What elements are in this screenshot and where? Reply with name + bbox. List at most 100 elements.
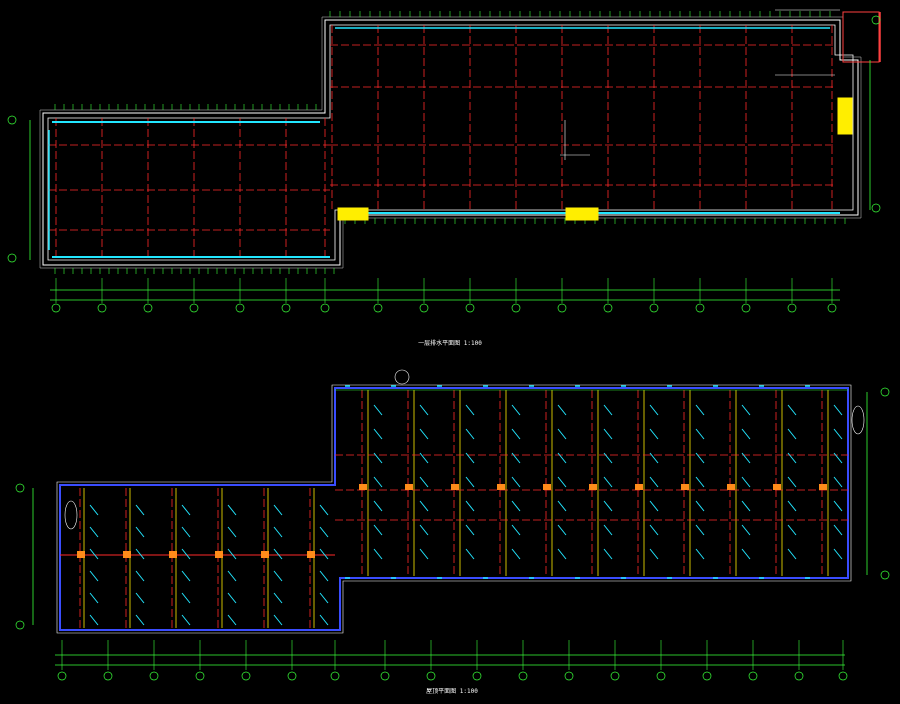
roof-axis-bubble <box>103 671 113 681</box>
equipment-yellow-1 <box>337 207 369 221</box>
slope-arrow <box>741 404 751 416</box>
slope-arrow <box>273 614 283 626</box>
slope-arrow <box>181 614 191 626</box>
pipe-riser-box <box>842 11 880 63</box>
slope-arrow <box>649 404 659 416</box>
slope-arrow <box>603 548 613 560</box>
axis-bubble <box>787 303 797 313</box>
roof-drain <box>589 484 597 490</box>
roof-axis-bubble <box>426 671 436 681</box>
axis-bubble <box>603 303 613 313</box>
axis-bubble <box>281 303 291 313</box>
slope-arrow <box>135 526 145 538</box>
slope-arrow <box>273 570 283 582</box>
roof-drain <box>727 484 735 490</box>
slope-arrow <box>227 570 237 582</box>
slope-arrow <box>695 548 705 560</box>
grid-axes <box>48 25 835 260</box>
roof-axis-bubble <box>287 671 297 681</box>
slope-arrow <box>695 476 705 488</box>
slope-arrow <box>557 524 567 536</box>
outer-wall <box>42 19 859 266</box>
slope-arrow <box>649 428 659 440</box>
axis-bubble <box>97 303 107 313</box>
plan-2-title: 屋顶平面图 1:100 <box>426 688 478 695</box>
slope-arrow <box>741 452 751 464</box>
slope-arrow <box>465 428 475 440</box>
roof-row-bubble <box>15 483 25 493</box>
axis-bubble <box>373 303 383 313</box>
slope-arrow <box>89 614 99 626</box>
slope-arrow <box>319 570 329 582</box>
slope-arrow <box>227 614 237 626</box>
slope-arrow <box>465 548 475 560</box>
slope-arrow <box>833 428 843 440</box>
roof-axis-bubble <box>330 671 340 681</box>
roof-drain <box>819 484 827 490</box>
slope-arrow <box>741 476 751 488</box>
slope-arrow <box>603 428 613 440</box>
slope-arrow <box>787 404 797 416</box>
slope-arrow <box>649 476 659 488</box>
roof-axis-bubble <box>748 671 758 681</box>
roof-drain <box>773 484 781 490</box>
slope-arrow <box>695 452 705 464</box>
roof-drain <box>543 484 551 490</box>
slope-arrow <box>787 548 797 560</box>
slope-arrow <box>419 500 429 512</box>
axis-bubble <box>649 303 659 313</box>
slope-arrow <box>603 500 613 512</box>
roof-drain <box>169 551 177 558</box>
slope-arrow <box>181 504 191 516</box>
slope-arrow <box>603 452 613 464</box>
roof-row-bubble <box>880 570 890 580</box>
slope-arrow <box>273 526 283 538</box>
axis-bubble <box>320 303 330 313</box>
axis-bubble <box>465 303 475 313</box>
roof-axis-bubble <box>564 671 574 681</box>
slope-arrow <box>373 404 383 416</box>
slope-arrow <box>649 500 659 512</box>
slope-arrow <box>227 504 237 516</box>
slope-arrow <box>89 548 99 560</box>
roof-axis-bubble <box>610 671 620 681</box>
slope-arrow <box>135 614 145 626</box>
roof-axis-bubbles <box>15 369 890 681</box>
slope-arrow <box>557 476 567 488</box>
axis-bubble <box>189 303 199 313</box>
axis-bubble-row <box>7 253 17 263</box>
slope-arrow <box>465 524 475 536</box>
plan-1-title: 一层排水平面图 1:100 <box>418 339 482 347</box>
slope-arrow <box>273 592 283 604</box>
slope-arrow <box>787 452 797 464</box>
roof-drain <box>405 484 413 490</box>
slope-arrow <box>319 592 329 604</box>
slope-arrow <box>89 526 99 538</box>
slope-arrow <box>181 570 191 582</box>
slope-arrow <box>833 476 843 488</box>
slope-arrow <box>787 428 797 440</box>
slope-arrow <box>787 524 797 536</box>
slope-arrow <box>181 526 191 538</box>
equipment-yellow-3 <box>837 97 853 135</box>
slope-arrow <box>227 592 237 604</box>
slope-arrow <box>511 476 521 488</box>
axis-bubble <box>741 303 751 313</box>
slope-note-left <box>64 500 78 530</box>
slope-arrow <box>465 452 475 464</box>
roof-drain <box>681 484 689 490</box>
slope-arrow <box>695 428 705 440</box>
slope-arrow <box>89 592 99 604</box>
slope-arrow <box>465 500 475 512</box>
axis-bubble-row <box>7 115 17 125</box>
slope-arrow <box>695 500 705 512</box>
plan-1-floor-drainage: 一层排水平面图 1:100 <box>7 9 881 347</box>
slope-arrow <box>649 452 659 464</box>
slope-arrow <box>135 504 145 516</box>
axis-bubble <box>143 303 153 313</box>
slope-arrow <box>511 428 521 440</box>
roof-axis-bubble <box>380 671 390 681</box>
detail-callout <box>394 369 410 385</box>
slope-arrow <box>511 404 521 416</box>
